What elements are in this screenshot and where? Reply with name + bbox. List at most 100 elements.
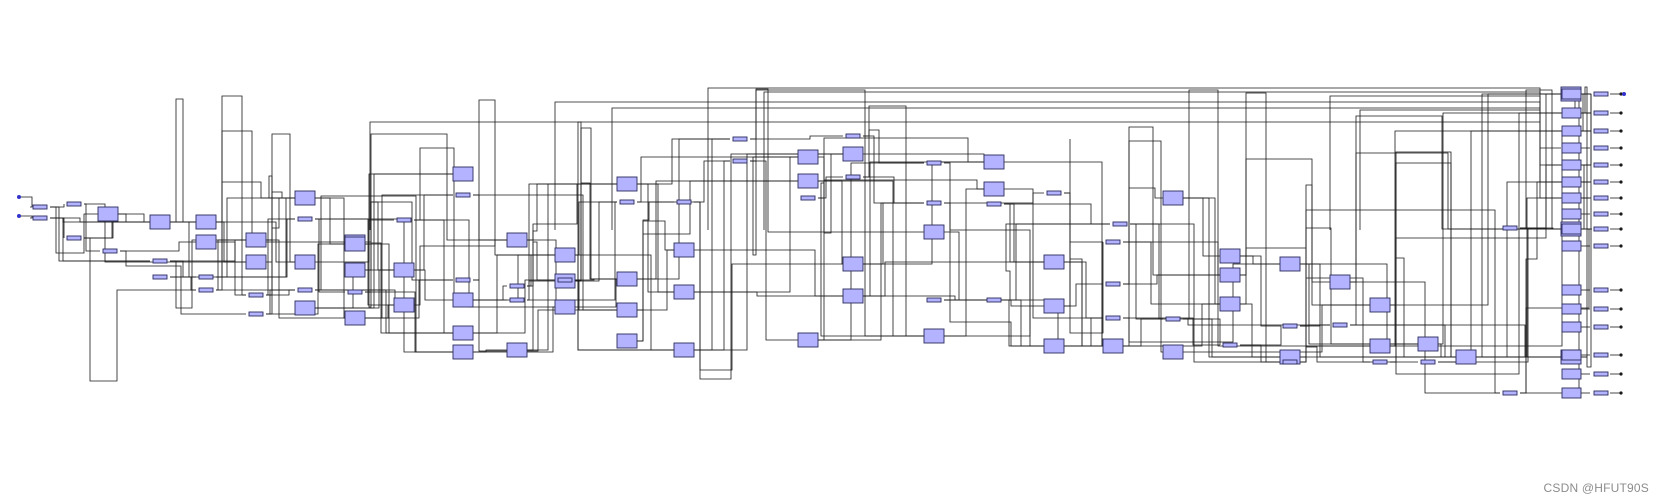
output-port (1619, 307, 1623, 311)
net-wire (637, 180, 798, 342)
logic-cell (1219, 267, 1241, 283)
logic-cell (344, 236, 366, 252)
net-wire (1390, 162, 1561, 358)
feedback-wire (1329, 95, 1561, 230)
logic-cell (842, 146, 864, 162)
net-wire (473, 254, 555, 301)
logic-cell (673, 342, 695, 358)
net-wire (944, 299, 1103, 347)
net-wire (1004, 203, 1110, 225)
buffer-cell (32, 215, 48, 221)
output-cell (1561, 387, 1582, 399)
net-wire (1183, 318, 1330, 326)
net-wire (750, 89, 924, 337)
buffer-cell (1112, 221, 1128, 227)
logic-cell (97, 206, 119, 222)
logic-cell (673, 284, 695, 300)
output-port (1619, 244, 1623, 248)
net-wire (266, 197, 295, 296)
net-wire (1300, 346, 1370, 363)
net-wire (863, 153, 985, 162)
net-wire (414, 219, 453, 334)
buffer-cell (1282, 359, 1298, 365)
net-wire (1581, 164, 1591, 230)
output-cell (1561, 349, 1582, 361)
buffer-cell (347, 289, 363, 295)
wire-layer (20, 86, 1620, 394)
net-wire (1123, 126, 1220, 285)
buffer-cell (1593, 371, 1609, 377)
input-wire (20, 196, 33, 208)
buffer-cell (66, 235, 82, 241)
buffer-cell (1105, 239, 1121, 245)
output-port (1619, 129, 1623, 133)
logic-cell (506, 342, 528, 358)
output-port (1619, 92, 1623, 96)
feedback-wire (707, 87, 1561, 230)
net-wire (473, 285, 507, 301)
net-wire (1183, 197, 1220, 257)
buffer-cell (1593, 352, 1609, 358)
net-wire (1581, 86, 1591, 358)
net-wire (575, 278, 617, 308)
buffer-cell (732, 136, 748, 142)
net-wire (863, 135, 924, 204)
buffer-cell (198, 274, 214, 280)
logic-cell (983, 181, 1005, 197)
net-wire (118, 213, 150, 223)
buffer-cell (986, 297, 1002, 303)
net-wire (863, 261, 1044, 297)
buffer-cell (509, 297, 525, 303)
net-wire (1004, 188, 1103, 319)
buffer-cell (676, 199, 692, 205)
output-port (1619, 288, 1623, 292)
logic-cell (344, 310, 366, 326)
net-wire (1581, 94, 1592, 368)
buffer-cell (1593, 324, 1609, 330)
input-wire (50, 217, 65, 238)
net-wire (216, 241, 246, 296)
net-wire (818, 180, 924, 337)
net-wire (863, 176, 924, 204)
net-wire (818, 180, 924, 337)
buffer-cell (732, 158, 748, 164)
logic-cell (195, 234, 217, 250)
logic-cell (1043, 254, 1065, 270)
output-cell (1561, 368, 1582, 380)
input-wire (50, 204, 65, 208)
buffer-cell (297, 287, 313, 293)
logic-cell (554, 299, 576, 315)
net-wire (50, 213, 98, 254)
output-port (1619, 353, 1623, 357)
net-wire (1183, 89, 1370, 347)
buffer-cell (845, 133, 861, 139)
logic-cell (294, 190, 316, 206)
net-wire (1350, 115, 1561, 283)
net-wire (365, 133, 507, 245)
buffer-cell (1593, 145, 1609, 151)
net-wire (863, 202, 924, 265)
logic-cell (294, 254, 316, 270)
logic-cell (1162, 344, 1184, 360)
logic-cell (149, 214, 171, 230)
logic-cell (452, 344, 474, 360)
buffer-cell (926, 160, 942, 166)
logic-cell (842, 256, 864, 272)
feedback-wire (554, 101, 1561, 230)
logic-cell (506, 232, 528, 248)
logic-cell (1219, 248, 1241, 264)
logic-cell (1043, 298, 1065, 314)
output-cell (1561, 142, 1582, 154)
output-cell (1561, 176, 1582, 188)
net-wire (637, 138, 730, 280)
output-cell (1561, 107, 1582, 119)
net-wire (637, 220, 674, 311)
logic-cell (393, 262, 415, 278)
net-wire (1004, 203, 1044, 263)
output-cell (1561, 208, 1582, 220)
net-wire (1183, 318, 1221, 345)
net-wire (315, 197, 345, 319)
net-wire (266, 191, 295, 241)
net-wire (575, 280, 617, 311)
output-cell (1561, 303, 1582, 315)
